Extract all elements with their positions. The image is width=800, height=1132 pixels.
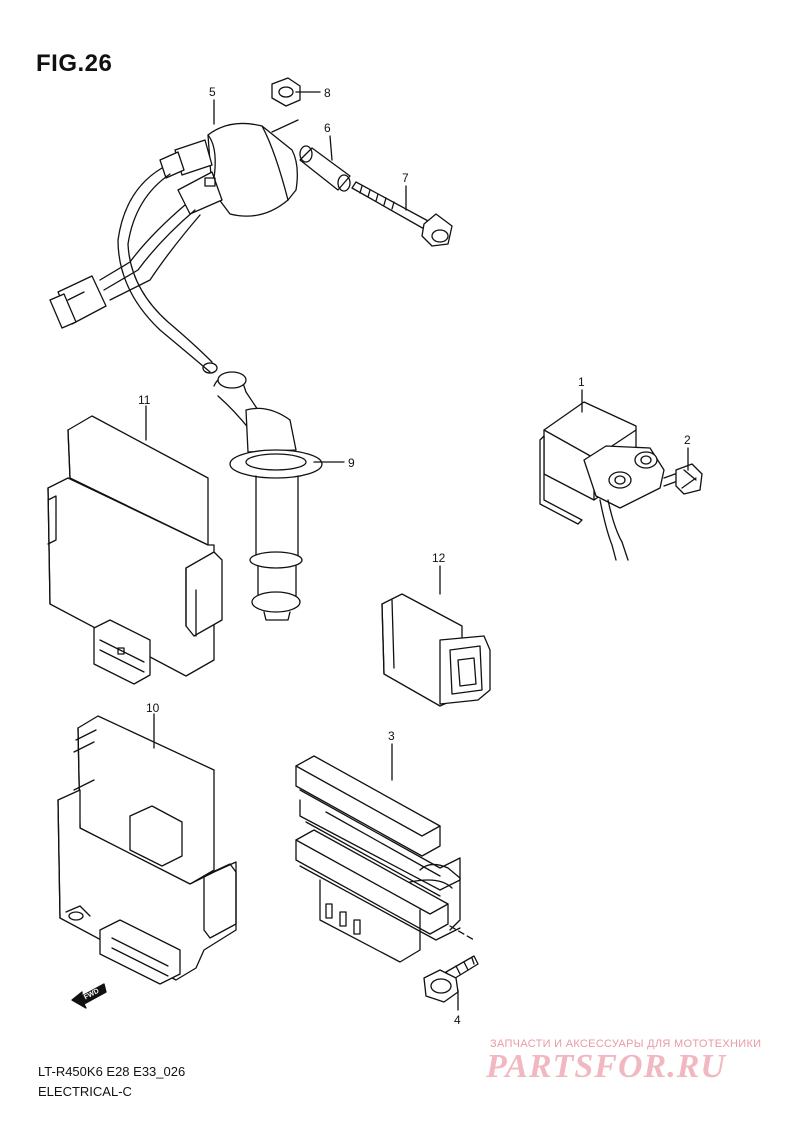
screw-2-drawing: [663, 463, 703, 495]
caption-section-name: ELECTRICAL-C: [38, 1084, 132, 1099]
bolt-drawing: [351, 181, 453, 247]
watermark-logo: PARTSFOR.RU: [486, 1048, 726, 1085]
figure-title: FIG.26: [36, 50, 113, 77]
connector-12-drawing: [381, 593, 491, 707]
ecm-module-11-drawing: [47, 415, 223, 685]
callout-7: 7: [402, 171, 409, 185]
callout-2: 2: [684, 433, 691, 447]
callout-6: 6: [324, 121, 331, 135]
callout-5: 5: [209, 85, 216, 99]
collar-drawing: [299, 145, 351, 192]
callout-10: 10: [146, 701, 160, 715]
regulator-rectifier-drawing: [295, 755, 475, 963]
watermark-tagline: ЗАПЧАСТИ И АКСЕССУАРЫ ДЛЯ МОТОТЕХНИКИ: [490, 1038, 762, 1050]
fwd-arrow: [71, 983, 107, 1009]
starter-relay-drawing: [539, 401, 665, 561]
callout-8: 8: [324, 86, 331, 100]
callout-3: 3: [388, 729, 395, 743]
callout-9: 9: [348, 456, 355, 470]
callout-4: 4: [454, 1013, 461, 1027]
ignition-coil-drawing: [49, 119, 299, 374]
callout-11: 11: [138, 393, 151, 407]
bolt-4-drawing: [423, 955, 479, 1003]
spark-plug-cap-drawing: [213, 371, 323, 621]
ecm-module-10-drawing: [57, 715, 237, 985]
caption-model-code: LT-R450K6 E28 E33_026: [38, 1064, 186, 1079]
callout-1: 1: [578, 375, 585, 389]
callout-12: 12: [432, 551, 446, 565]
nut-drawing: [271, 77, 301, 107]
